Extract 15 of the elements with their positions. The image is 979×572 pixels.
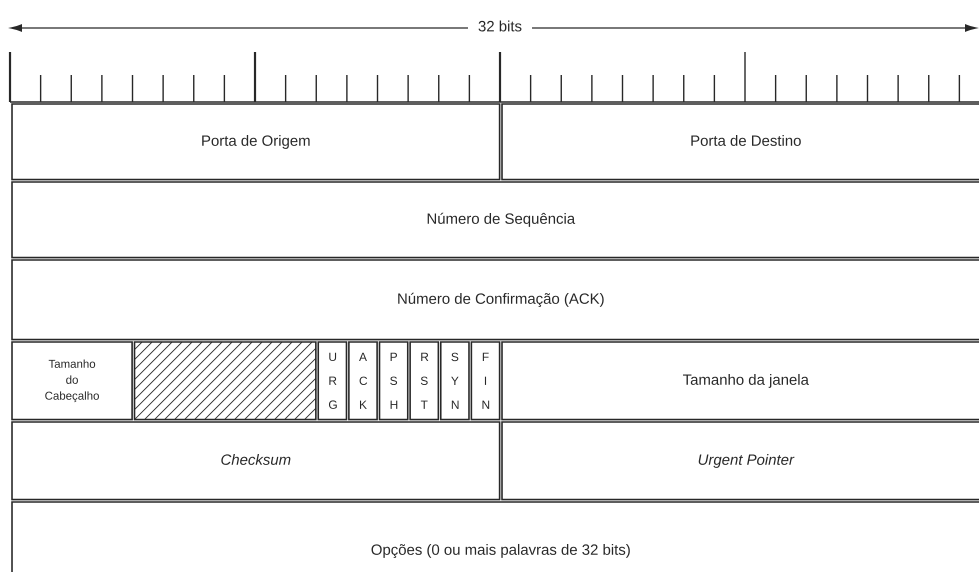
- hatched-box: [134, 341, 317, 420]
- field-cell: Número de Sequência: [11, 181, 979, 258]
- flag-cell: F I N: [470, 341, 500, 420]
- field-cell: Urgent Pointer: [501, 421, 979, 500]
- flag-cell: R S T: [409, 341, 440, 420]
- flag-cell: P S H: [378, 341, 409, 420]
- field-cell: Tamanho do Cabeçalho: [11, 341, 133, 420]
- field-cell: Opções (0 ou mais palavras de 32 bits): [11, 501, 979, 572]
- flag-cell: U R G: [317, 341, 348, 420]
- dimension-label: 32 bits: [468, 18, 532, 34]
- flag-cell: S Y N: [440, 341, 470, 420]
- field-cell: Tamanho da janela: [501, 341, 979, 420]
- field-cell: Porta de Destino: [501, 103, 979, 180]
- field-cell: Porta de Origem: [11, 103, 500, 180]
- field-cell: Número de Confirmação (ACK): [11, 259, 979, 340]
